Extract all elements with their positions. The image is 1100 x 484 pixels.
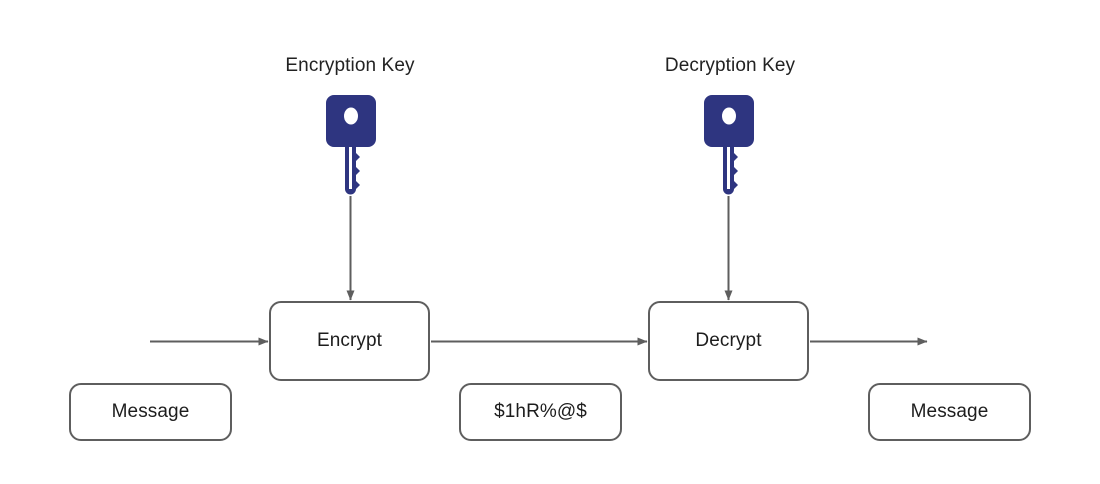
message-output-node[interactable]: Message xyxy=(868,383,1031,441)
encrypt-node[interactable]: Encrypt xyxy=(269,301,430,381)
ciphertext-node[interactable]: $1hR%@$ xyxy=(459,383,622,441)
message-input-node[interactable]: Message xyxy=(69,383,232,441)
decryption-key-icon xyxy=(704,95,754,197)
decrypt-node[interactable]: Decrypt xyxy=(648,301,809,381)
encryption-key-icon xyxy=(326,95,376,197)
decryption-key-label: Decryption Key xyxy=(664,55,796,76)
encryption-key-label: Encryption Key xyxy=(285,55,415,76)
